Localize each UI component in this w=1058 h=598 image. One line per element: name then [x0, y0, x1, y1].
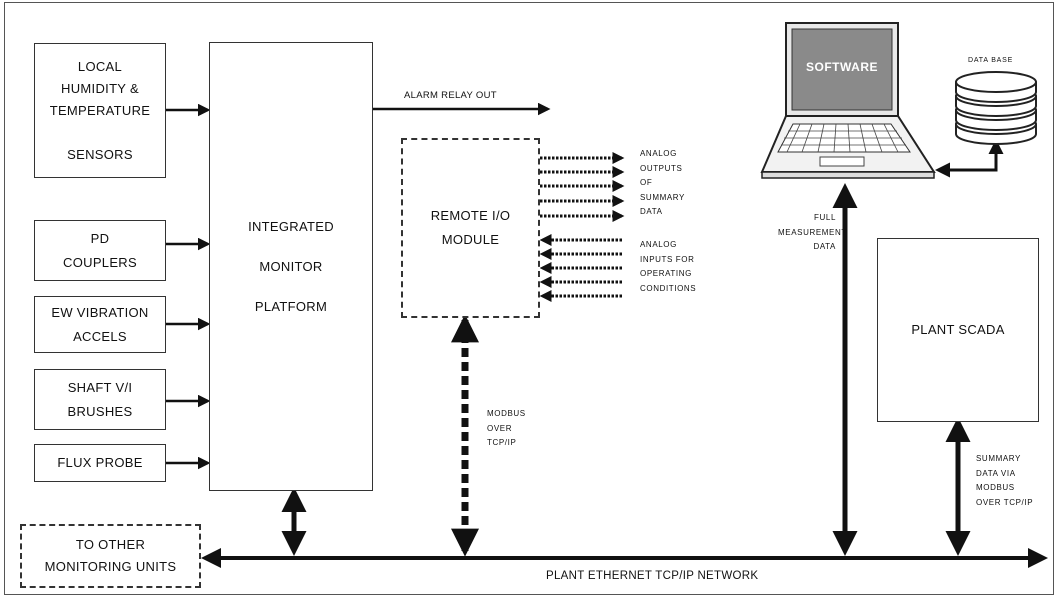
remote-io-label: REMOTE I/O MODULE	[430, 208, 511, 247]
alarm-relay-label: ALARM RELAY OUT	[404, 90, 497, 101]
shaft-brushes-box: SHAFT V/I BRUSHES	[34, 369, 166, 430]
plant-scada-label: PLANT SCADA	[911, 322, 1005, 337]
analog-output-arrows	[540, 152, 625, 222]
pd-couplers-box: PD COUPLERS	[34, 220, 166, 281]
humidity-temperature-label: LOCAL HUMIDITY & TEMPERATURE SENSORS	[49, 58, 151, 162]
modbus-label: MODBUS OVER TCP/IP	[487, 409, 526, 447]
other-units-label: TO OTHER MONITORING UNITS	[44, 537, 177, 574]
database-icon	[955, 71, 1037, 145]
database-label: DATA BASE	[968, 57, 1014, 64]
integrated-monitor-label: INTEGRATED MONITOR PLATFORM	[248, 218, 334, 314]
network-label: PLANT ETHERNET TCP/IP NETWORK	[546, 570, 759, 582]
shaft-brushes-label: SHAFT V/I BRUSHES	[67, 379, 133, 419]
ew-vibration-label: EW VIBRATION ACCELS	[51, 304, 149, 344]
humidity-temperature-sensors-box: LOCAL HUMIDITY & TEMPERATURE SENSORS	[34, 43, 166, 178]
arrow-database-laptop	[935, 139, 1004, 178]
other-monitoring-units-box: TO OTHER MONITORING UNITS	[20, 524, 201, 588]
software-label: SOFTWARE	[806, 60, 878, 74]
analog-inputs-label: ANALOG INPUTS FOR OPERATING CONDITIONS	[640, 240, 697, 293]
analog-input-arrows	[539, 234, 622, 302]
laptop-icon	[760, 22, 936, 179]
ew-vibration-box: EW VIBRATION ACCELS	[34, 296, 166, 353]
summary-modbus-label: SUMMARY DATA VIA MODBUS OVER TCP/IP	[976, 454, 1034, 507]
plant-scada-box: PLANT SCADA	[877, 238, 1039, 422]
integrated-monitor-platform-box: INTEGRATED MONITOR PLATFORM	[209, 42, 373, 491]
pd-couplers-label: PD COUPLERS	[63, 230, 137, 270]
full-measurement-label: FULL MEASUREMENT DATA	[778, 213, 847, 251]
diagram-frame	[4, 2, 1054, 595]
flux-probe-box: FLUX PROBE	[34, 444, 166, 482]
flux-probe-label: FLUX PROBE	[57, 455, 143, 470]
analog-outputs-label: ANALOG OUTPUTS OF SUMMARY DATA	[640, 149, 685, 216]
remote-io-module-box: REMOTE I/O MODULE	[401, 138, 540, 318]
